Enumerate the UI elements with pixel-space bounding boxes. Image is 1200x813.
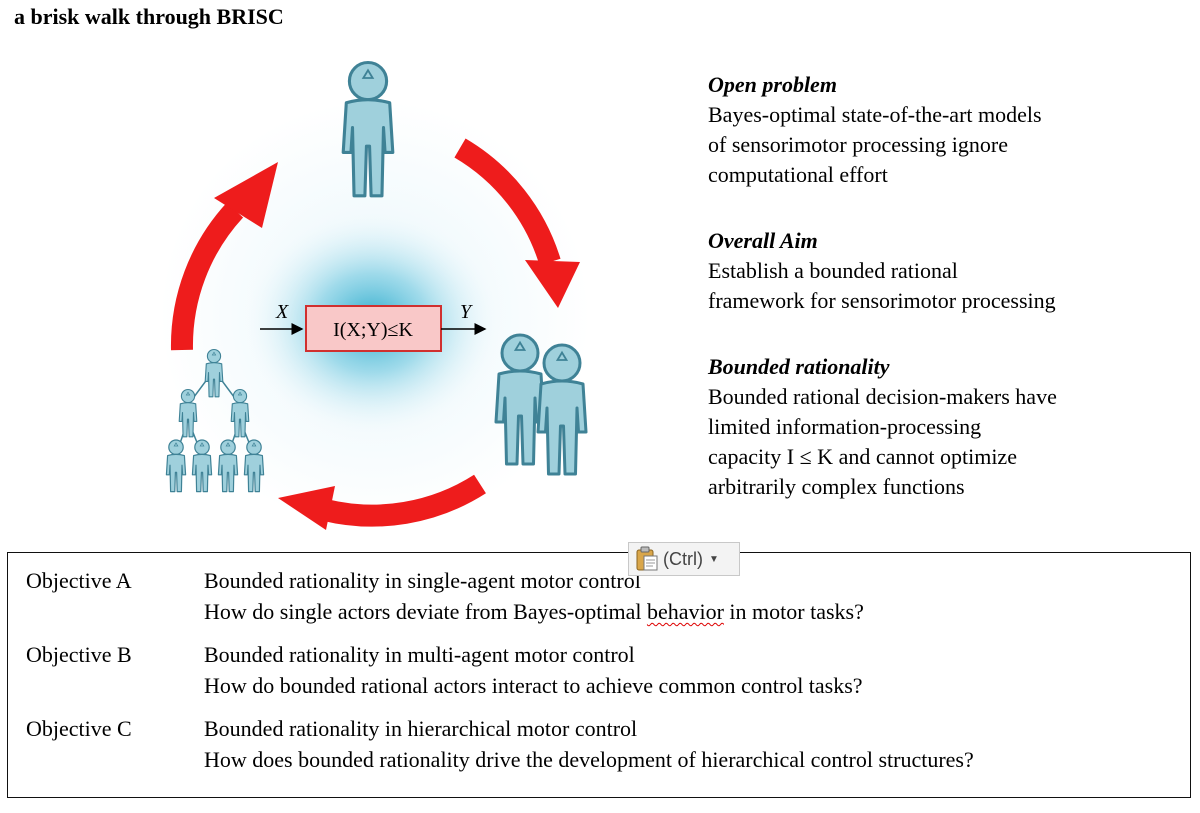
- paste-options-label: (Ctrl): [663, 548, 703, 569]
- objective-text: Bounded rationality in hierarchical moto…: [204, 713, 1184, 775]
- overall-aim-heading: Overall Aim: [708, 228, 818, 253]
- open-problem-heading: Open problem: [708, 72, 837, 97]
- objective-text: Bounded rationality in single-agent moto…: [204, 565, 1184, 627]
- objective-text: Bounded rationality in multi-agent motor…: [204, 639, 1184, 701]
- open-problem-section: Open problem Bayes-optimal state-of-the-…: [708, 70, 1178, 190]
- open-problem-line: of sensorimotor processing ignore: [708, 132, 1008, 157]
- bounded-rationality-line: capacity I ≤ K and cannot optimize: [708, 444, 1017, 469]
- cycle-arrow-bottom: [278, 474, 486, 530]
- bounded-rationality-section: Bounded rationality Bounded rational dec…: [708, 352, 1178, 502]
- objective-title: Bounded rationality in single-agent moto…: [204, 568, 641, 593]
- document-title: a brisk walk through BRISC: [14, 4, 284, 29]
- cycle-arrow-right: [454, 138, 580, 308]
- objective-question: How does bounded rationality drive the d…: [204, 747, 974, 772]
- brisc-diagram: X I(X;Y)≤K Y: [130, 40, 610, 540]
- paste-options-button[interactable]: (Ctrl) ▼: [628, 542, 740, 576]
- question-text: in motor tasks?: [723, 599, 864, 624]
- bounded-rationality-line: Bounded rational decision-makers have: [708, 384, 1057, 409]
- input-label: X: [275, 301, 289, 323]
- objective-question: How do single actors deviate from Bayes-…: [204, 596, 1184, 627]
- hierarchical-agents-icon: [165, 348, 265, 493]
- bounded-rationality-heading: Bounded rationality: [708, 354, 890, 379]
- objective-label: Objective A: [26, 568, 132, 593]
- objective-label: Objective B: [26, 642, 132, 667]
- overall-aim-line: Establish a bounded rational: [708, 258, 958, 283]
- info-panel: Open problem Bayes-optimal state-of-the-…: [708, 70, 1178, 538]
- objective-label: Objective C: [26, 716, 132, 741]
- objective-title: Bounded rationality in multi-agent motor…: [204, 642, 635, 667]
- overall-aim-line: framework for sensorimotor processing: [708, 288, 1056, 313]
- channel-box-label: I(X;Y)≤K: [333, 319, 413, 341]
- spelling-flagged-word[interactable]: behavior: [646, 599, 724, 624]
- chevron-down-icon: ▼: [708, 553, 719, 565]
- objectives-table: Objective A Bounded rationality in singl…: [7, 552, 1191, 798]
- cycle-arrow-left: [170, 162, 278, 351]
- output-label: Y: [460, 301, 473, 323]
- objective-question: How do bounded rational actors interact …: [204, 673, 863, 698]
- objective-title: Bounded rationality in hierarchical moto…: [204, 716, 638, 741]
- open-problem-line: computational effort: [708, 162, 888, 187]
- cycle-diagram-svg: X I(X;Y)≤K Y: [160, 60, 590, 530]
- bounded-rationality-line: arbitrarily complex functions: [708, 474, 965, 499]
- overall-aim-section: Overall Aim Establish a bounded rational…: [708, 226, 1178, 316]
- open-problem-line: Bayes-optimal state-of-the-art models: [708, 102, 1042, 127]
- clipboard-icon: [635, 546, 659, 572]
- question-text: How do single actors deviate from Bayes-…: [204, 599, 647, 624]
- bounded-rationality-line: limited information-processing: [708, 414, 982, 439]
